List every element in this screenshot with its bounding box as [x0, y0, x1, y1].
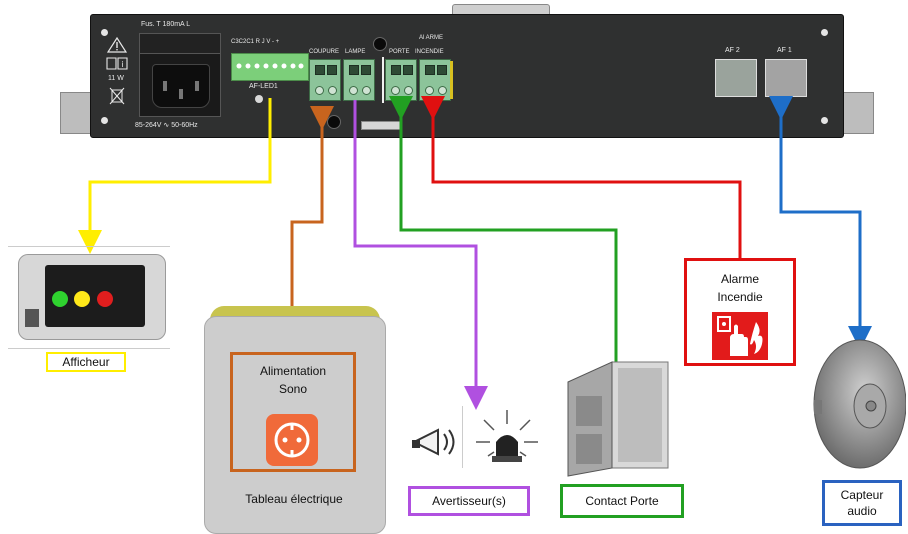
lampe-label: LAMPE	[345, 49, 366, 55]
white-separator	[382, 57, 384, 103]
warning-icon	[106, 36, 128, 58]
terminal-alarme[interactable]	[419, 59, 451, 101]
capteur-label-line2: audio	[847, 504, 877, 518]
af1-label: AF 1	[777, 47, 792, 54]
wire-porte	[389, 96, 618, 366]
terminal-coupure[interactable]	[309, 59, 341, 101]
flashing-light-icon	[470, 406, 544, 468]
alarme-label-line2: Incendie	[717, 290, 763, 304]
terminal-lampe[interactable]	[343, 59, 375, 101]
weee-bin-icon	[109, 87, 125, 110]
door-contact-icon	[562, 356, 672, 480]
afficheur-label: Afficheur	[46, 352, 126, 372]
fuse-label: Fus. T 180mA L	[141, 21, 191, 28]
power-outlet-icon	[266, 414, 318, 466]
wire-alarme	[421, 96, 742, 258]
led-module-pins	[235, 59, 305, 77]
svg-text:i: i	[121, 60, 123, 69]
alimentation-label-line1: Alimentation	[259, 364, 327, 378]
manual-info-icon: i	[105, 55, 129, 76]
wire-audio	[769, 96, 872, 350]
power-inlet[interactable]	[139, 53, 221, 117]
alarm-label-bottom: INCENDIE	[415, 49, 444, 55]
af2-label: AF 2	[725, 47, 740, 54]
alarme-label-line1: Alarme	[720, 272, 759, 286]
screw-top-left	[101, 29, 108, 36]
wire-afficheur	[78, 98, 272, 254]
screw-top-right	[821, 29, 828, 36]
led-module-connector[interactable]	[231, 53, 309, 81]
afficheur-device	[18, 254, 166, 340]
afficheur-logo-icon	[25, 309, 39, 327]
capteur-label-line1: Capteur	[840, 488, 884, 502]
siren-box-edge	[462, 406, 463, 468]
led-pin-labels: C3C2C1 R J V - +	[231, 39, 280, 45]
wire-avertisseur	[353, 100, 488, 410]
rotary-knob-top[interactable]	[373, 37, 387, 51]
led-indicator	[255, 95, 263, 103]
led-red-icon	[97, 291, 113, 307]
led-green-icon	[52, 291, 68, 307]
led-module-label: AF-LED1	[249, 83, 278, 90]
afficheur-shelf-bottom	[8, 348, 170, 349]
voltage-label: 85-264V ∿ 50-60Hz	[135, 122, 198, 129]
rear-panel: i 11 W Fus. T 180mA L 85-264V ∿ 50-60Hz …	[90, 14, 844, 138]
audio-sensor-icon	[802, 334, 907, 470]
siren-icon	[408, 412, 460, 466]
terminal-highlight-right	[450, 61, 453, 99]
power-rating: 11 W	[108, 75, 124, 82]
alimentation-label-line2: Sono	[278, 382, 308, 396]
tableau-label: Tableau électrique	[245, 492, 343, 506]
avertisseur-label: Avertisseur(s)	[408, 486, 530, 516]
capteur-label: Capteur audio	[822, 480, 902, 526]
af1-port[interactable]	[765, 59, 807, 97]
porte-label: PORTE	[389, 49, 410, 55]
af2-port[interactable]	[715, 59, 757, 97]
fire-alarm-icon	[712, 312, 768, 360]
led-yellow-icon	[74, 291, 90, 307]
screw-bottom-left	[101, 117, 108, 124]
terminal-porte[interactable]	[385, 59, 417, 101]
alimentation-box	[230, 352, 356, 472]
alarm-label-top: Al ARME	[419, 35, 444, 41]
wire-alimentation	[290, 106, 334, 346]
contact-porte-label: Contact Porte	[560, 484, 684, 518]
afficheur-shelf-top	[8, 246, 170, 247]
coupure-label: COUPURE	[309, 49, 340, 55]
